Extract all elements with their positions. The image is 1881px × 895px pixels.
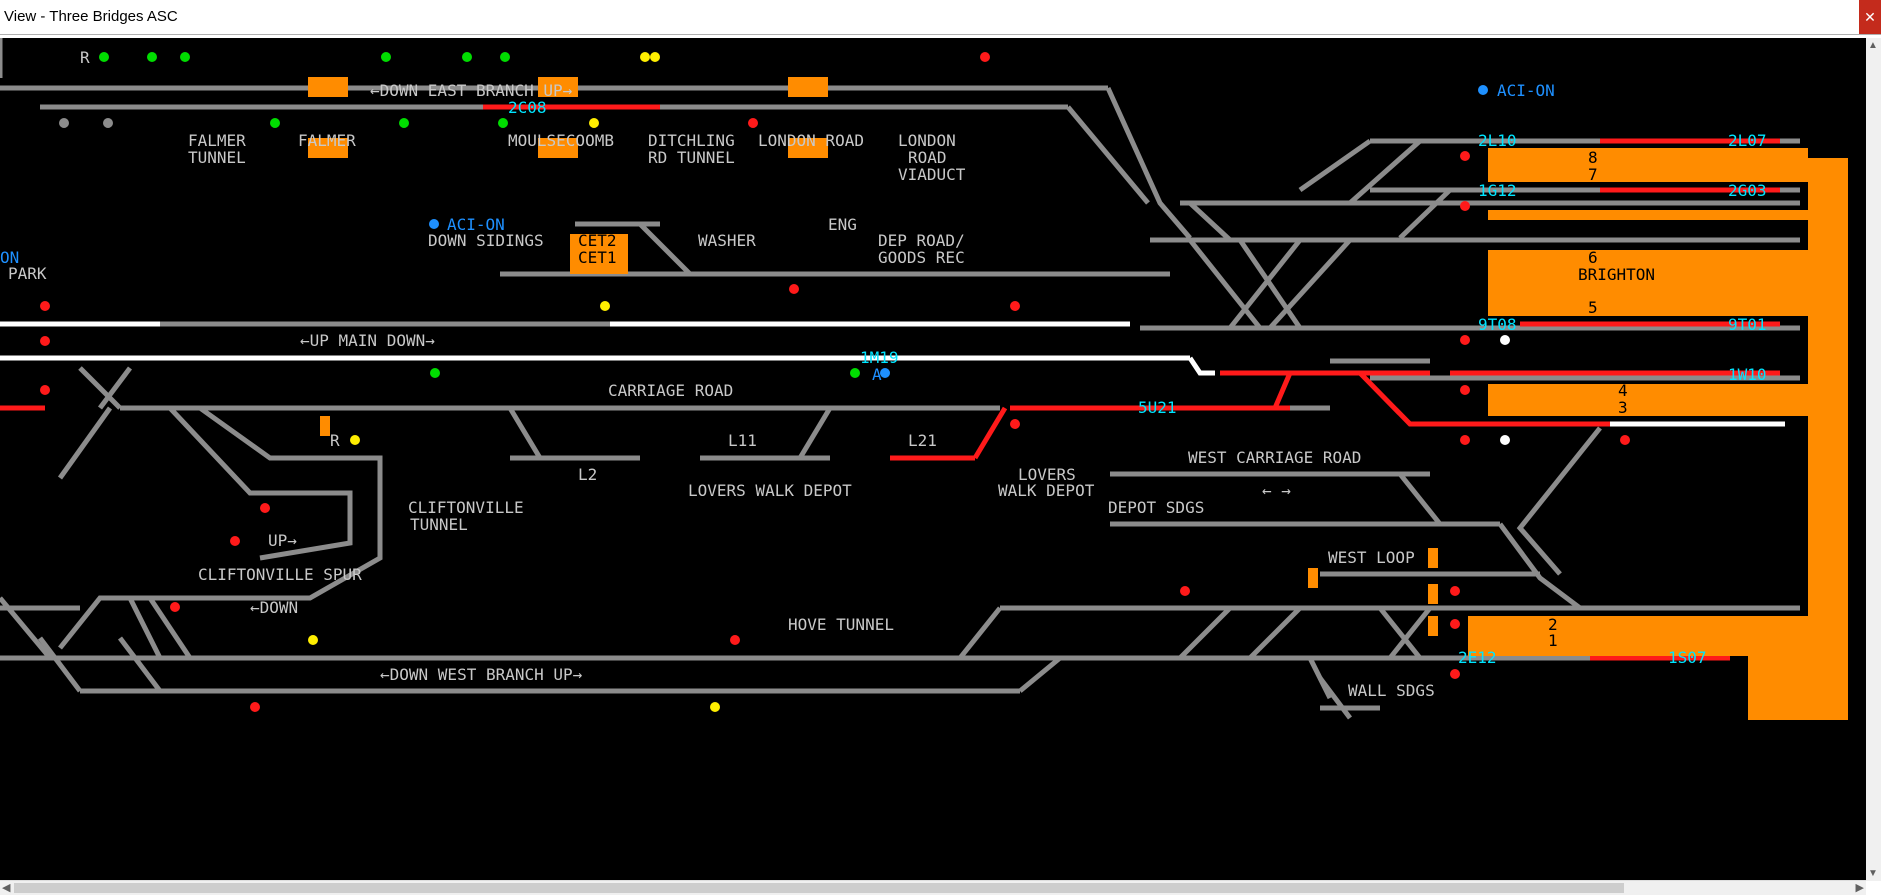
horizontal-scrollbar[interactable]: ◀ ▶	[0, 880, 1866, 895]
route-set-lines	[0, 321, 1785, 427]
cliftonville-spur-label: CLIFTONVILLE SPUR	[198, 565, 362, 584]
berth-9t01[interactable]: 9T01	[1728, 315, 1767, 334]
falmer-tunnel-label-1: FALMER	[188, 131, 246, 150]
horizontal-scroll-thumb[interactable]	[14, 883, 1624, 893]
platform-8: 8	[1588, 148, 1598, 167]
lovers-label-1: LOVERS	[1018, 465, 1076, 484]
lr-viaduct-label-2: ROAD	[908, 148, 947, 167]
berth-1m19[interactable]: 1M19	[860, 348, 899, 367]
station-blocks	[308, 77, 1438, 636]
berth-1g12[interactable]: 1G12	[1478, 181, 1517, 200]
track-lines	[0, 38, 1800, 720]
london-road-label: LONDON ROAD	[758, 131, 864, 150]
falmer-tunnel-label-2: TUNNEL	[188, 148, 246, 167]
platform-2: 2	[1548, 615, 1558, 634]
carriage-road-label: CARRIAGE ROAD	[608, 381, 733, 400]
dep-road-label-1: DEP ROAD/	[878, 231, 965, 250]
l2-label: L2	[578, 465, 597, 484]
vertical-scrollbar[interactable]: ▲ ▼	[1866, 38, 1881, 881]
aci-a-marker: A	[872, 365, 882, 384]
window-titlebar: View - Three Bridges ASC ✕	[0, 0, 1881, 35]
aci-on-label-right: ACI-ON	[1497, 81, 1555, 100]
berth-2g03[interactable]: 2G03	[1728, 181, 1767, 200]
lr-viaduct-label-1: LONDON	[898, 131, 956, 150]
berth-1s07[interactable]: 1S07	[1668, 648, 1707, 667]
moulsecoomb-label: MOULSECOOMB	[508, 131, 614, 150]
cliftonville-tunnel-label-2: TUNNEL	[410, 515, 468, 534]
cet1-label: CET1	[578, 248, 617, 267]
up-arrow-label: UP→	[268, 531, 297, 550]
on-label: ON	[0, 248, 19, 267]
ditchling-label-2: RD TUNNEL	[648, 148, 735, 167]
platform-4: 4	[1618, 381, 1628, 400]
west-loop-label: WEST LOOP	[1328, 548, 1415, 567]
scroll-down-icon[interactable]: ▼	[1868, 868, 1878, 879]
lovers-label-2: WALK DEPOT	[998, 481, 1095, 500]
platform-7: 7	[1588, 165, 1598, 184]
route-r-marker: R	[80, 48, 90, 67]
lr-viaduct-label-3: VIADUCT	[898, 165, 966, 184]
berth-5u21[interactable]: 5U21	[1138, 398, 1177, 417]
berth-2e12[interactable]: 2E12	[1458, 648, 1497, 667]
eng-label: ENG	[828, 215, 857, 234]
depot-sdgs-label: DEPOT SDGS	[1108, 498, 1204, 517]
down-arrow-label: ←DOWN	[250, 598, 298, 617]
park-label: PARK	[8, 264, 47, 283]
washer-label: WASHER	[698, 231, 756, 250]
l21-label: L21	[908, 431, 937, 450]
falmer-label: FALMER	[298, 131, 356, 150]
l11-label: L11	[728, 431, 757, 450]
up-main-down-label: ←UP MAIN DOWN→	[300, 331, 435, 350]
brighton-label: BRIGHTON	[1578, 265, 1655, 284]
lovers-walk-depot-label: LOVERS WALK DEPOT	[688, 481, 852, 500]
signalling-diagram[interactable]: FALMER TUNNEL FALMER MOULSECOOMB DITCHLI…	[0, 38, 1866, 881]
berth-1w10[interactable]: 1W10	[1728, 365, 1767, 384]
platform-5: 5	[1588, 298, 1598, 317]
window-title: View - Three Bridges ASC	[4, 8, 178, 25]
wall-sdgs-label: WALL SDGS	[1348, 681, 1435, 700]
scroll-left-icon[interactable]: ◀	[2, 882, 11, 894]
brighton-platforms	[1468, 148, 1848, 720]
west-carriage-road-label: WEST CARRIAGE ROAD	[1188, 448, 1361, 467]
route-r-marker-2: R	[330, 431, 340, 450]
cet2-label: CET2	[578, 231, 617, 250]
down-west-branch-label: ←DOWN WEST BRANCH UP→	[380, 665, 583, 684]
berth-2l10[interactable]: 2L10	[1478, 131, 1517, 150]
dep-road-label-2: GOODS REC	[878, 248, 965, 267]
berth-2l07[interactable]: 2L07	[1728, 131, 1767, 150]
scroll-right-icon[interactable]: ▶	[1855, 882, 1864, 894]
aci-on-label-left: ACI-ON	[447, 215, 505, 234]
east-branch-label: ←DOWN EAST BRANCH UP→	[370, 81, 573, 100]
platform-3: 3	[1618, 398, 1628, 417]
hove-tunnel-label: HOVE TUNNEL	[788, 615, 894, 634]
two-way-arrow: ← →	[1262, 481, 1291, 500]
scroll-up-icon[interactable]: ▲	[1868, 40, 1878, 51]
signals	[40, 52, 1630, 712]
down-sidings-label: DOWN SIDINGS	[428, 231, 544, 250]
platform-1: 1	[1548, 631, 1558, 650]
berth-9t08[interactable]: 9T08	[1478, 315, 1517, 334]
close-icon[interactable]: ✕	[1859, 0, 1881, 34]
cliftonville-tunnel-label-1: CLIFTONVILLE	[408, 498, 524, 517]
platform-6: 6	[1588, 248, 1598, 267]
occupied-lines	[0, 104, 1780, 661]
berth-2c08[interactable]: 2C08	[508, 98, 547, 117]
ditchling-label-1: DITCHLING	[648, 131, 735, 150]
track-layout: FALMER TUNNEL FALMER MOULSECOOMB DITCHLI…	[0, 38, 1848, 720]
